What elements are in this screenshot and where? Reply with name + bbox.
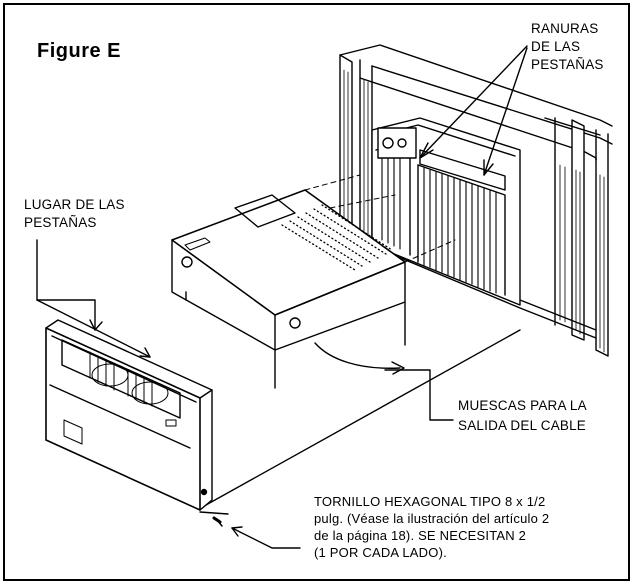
hex-screw-icon	[212, 516, 223, 527]
mounting-sleeve	[371, 117, 521, 306]
leader-lines	[36, 45, 528, 549]
air-conditioner-chassis-icon	[171, 174, 456, 389]
label-muescas: MUESCAS PARA LA SALIDA DEL CABLE	[458, 396, 587, 436]
label-muescas-line: MUESCAS PARA LA	[458, 398, 587, 413]
label-tornillo-line: TORNILLO HEXAGONAL TIPO 8 x 1/2	[314, 494, 546, 509]
label-tornillo-line: (1 POR CADA LADO).	[314, 545, 447, 560]
figure-title: Figure E	[37, 40, 122, 62]
label-ranuras-line: PESTAÑAS	[531, 57, 604, 72]
label-tornillo-line: pulg. (Véase la ilustración del artículo…	[314, 511, 550, 526]
label-ranuras: RANURAS DE LAS PESTAÑAS	[531, 20, 604, 74]
label-lugar-line: LUGAR DE LAS	[24, 197, 125, 212]
label-ranuras-line: DE LAS	[531, 39, 581, 54]
figure-border	[3, 3, 630, 581]
label-lugar-line: PESTAÑAS	[24, 215, 97, 230]
label-muescas-line: SALIDA DEL CABLE	[458, 418, 587, 433]
front-cover-grille-icon	[45, 319, 521, 515]
label-tornillo: TORNILLO HEXAGONAL TIPO 8 x 1/2 pulg. (V…	[314, 493, 549, 561]
label-tornillo-line: de la página 18). SE NECESITAN 2	[314, 528, 527, 543]
label-ranuras-line: RANURAS	[531, 21, 599, 36]
label-lugar: LUGAR DE LAS PESTAÑAS	[24, 196, 125, 232]
